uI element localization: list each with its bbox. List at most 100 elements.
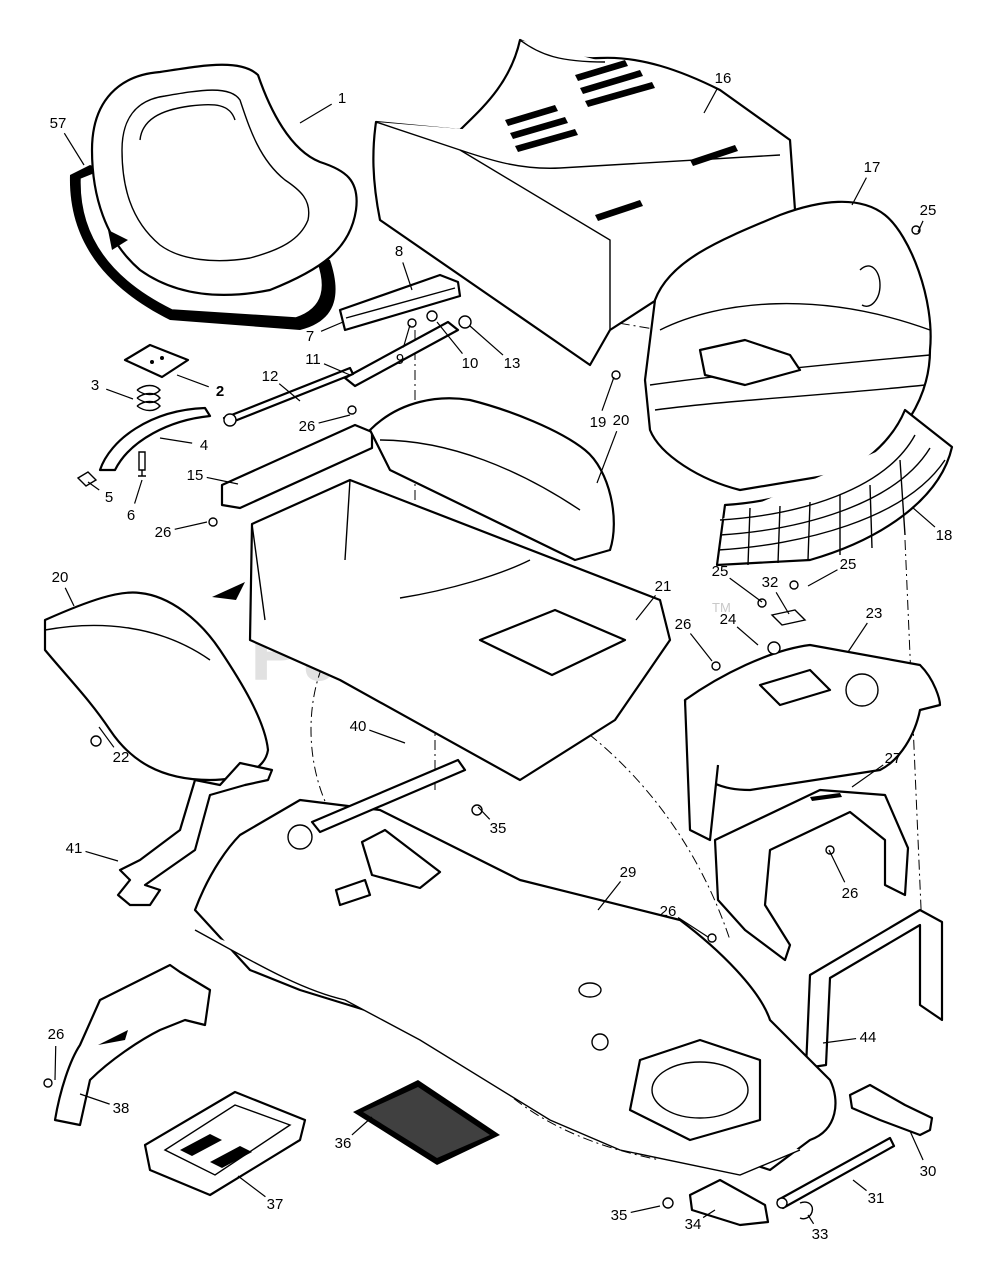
callout-label: 35 xyxy=(611,1207,628,1224)
callout-44: 44 xyxy=(822,1029,876,1046)
callout-25: 25 xyxy=(807,556,857,587)
callout-30: 30 xyxy=(909,1130,936,1180)
hood-vents xyxy=(505,60,738,221)
callout-26: 26 xyxy=(675,616,713,662)
part-37-battery-tray xyxy=(143,1090,307,1197)
callout-label: 37 xyxy=(267,1196,284,1213)
callout-leader-line xyxy=(79,1093,110,1105)
callout-leader-line xyxy=(402,262,413,291)
callout-leader-line xyxy=(736,626,759,646)
watermark-tm: TM xyxy=(712,600,731,615)
part-17-grille-housing xyxy=(643,200,932,492)
part-41-lift-rod xyxy=(116,761,274,907)
callout-label: 9 xyxy=(396,351,404,368)
part-3-spring xyxy=(136,384,161,412)
callout-leader-line xyxy=(351,1116,373,1136)
callout-label: 26 xyxy=(48,1026,65,1043)
callout-17: 17 xyxy=(851,159,880,206)
callout-label: 22 xyxy=(113,749,130,766)
callout-37: 37 xyxy=(237,1175,284,1213)
part-31-shaft xyxy=(776,1136,896,1210)
callout-6: 6 xyxy=(127,479,143,524)
callout-label: 35 xyxy=(490,820,507,837)
callout-20: 20 xyxy=(596,412,629,484)
callout-leader-line xyxy=(318,414,351,424)
callout-leader-line xyxy=(320,321,344,332)
callout-label: 27 xyxy=(885,750,902,767)
callout-leader-line xyxy=(323,363,351,376)
callout-leader-line xyxy=(63,132,85,166)
callout-label: 21 xyxy=(655,578,672,595)
callout-40: 40 xyxy=(350,718,406,744)
callout-label: 18 xyxy=(936,527,953,544)
callout-27: 27 xyxy=(851,750,902,788)
callout-leader-line xyxy=(469,325,504,356)
callout-label: 25 xyxy=(840,556,857,573)
callout-label: 31 xyxy=(868,1190,885,1207)
callout-label: 33 xyxy=(812,1226,829,1243)
callout-leader-line xyxy=(677,917,709,938)
callout-label: 16 xyxy=(715,70,732,87)
callout-leader-line xyxy=(630,1205,661,1214)
callout-label: 34 xyxy=(685,1216,702,1233)
callout-label: 36 xyxy=(335,1135,352,1152)
callout-36: 36 xyxy=(335,1116,373,1152)
callout-19: 19 xyxy=(590,376,615,431)
callout-leader-line xyxy=(369,729,406,744)
callout-label: 23 xyxy=(866,605,883,622)
callout-23: 23 xyxy=(847,605,883,653)
callout-leader-line xyxy=(206,476,239,485)
callout-leader-line xyxy=(597,881,622,911)
callout-26: 26 xyxy=(660,903,709,938)
callout-leader-line xyxy=(237,1175,266,1198)
part-34-bracket xyxy=(662,1178,770,1227)
callout-leader-line xyxy=(596,431,618,484)
callout-33: 33 xyxy=(807,1214,829,1243)
callout-22: 22 xyxy=(98,726,130,766)
callout-24: 24 xyxy=(720,611,759,646)
callout-35: 35 xyxy=(611,1205,661,1224)
callout-leader-line xyxy=(689,633,713,662)
callout-38: 38 xyxy=(79,1093,129,1117)
callout-16: 16 xyxy=(703,70,732,114)
callout-3: 3 xyxy=(91,377,134,400)
part-21-fender-pan xyxy=(212,478,672,782)
part-30-bracket xyxy=(848,1083,934,1137)
callout-leader-line xyxy=(134,479,143,504)
part-23-dash-panel xyxy=(683,580,942,842)
callout-label: 40 xyxy=(350,718,367,735)
callout-leader-line xyxy=(299,103,332,124)
callout-leader-line xyxy=(851,177,867,206)
part-15-bracket xyxy=(208,405,374,527)
callout-leader-line xyxy=(635,595,657,621)
callout-20: 20 xyxy=(52,569,75,607)
callout-leader-line xyxy=(852,1179,867,1192)
part-11-pivot-tube xyxy=(343,320,460,388)
callout-label: 15 xyxy=(187,467,204,484)
part-4-seat-bracket xyxy=(98,406,212,472)
callout-35: 35 xyxy=(477,806,507,837)
callout-leader-line xyxy=(917,220,924,233)
callout-31: 31 xyxy=(852,1179,885,1207)
callout-leader-line xyxy=(729,577,763,603)
callout-label: 26 xyxy=(675,616,692,633)
callout-label: 25 xyxy=(712,563,729,580)
part-12-rod xyxy=(222,366,355,427)
callout-leader-line xyxy=(851,764,884,788)
callout-leader-line xyxy=(176,374,209,388)
callout-26: 26 xyxy=(299,414,351,435)
part-27-dash-support xyxy=(707,788,910,962)
callout-4: 4 xyxy=(159,437,208,454)
callout-label: 41 xyxy=(66,840,83,857)
callout-7: 7 xyxy=(306,321,344,345)
callout-leader-line xyxy=(909,1130,924,1161)
callout-57: 57 xyxy=(50,115,85,166)
callout-label: 32 xyxy=(762,574,779,591)
callout-2: 2 xyxy=(176,374,224,400)
callout-label: 8 xyxy=(395,243,403,260)
callout-leader-line xyxy=(828,849,846,883)
callout-26: 26 xyxy=(155,521,208,541)
callout-32: 32 xyxy=(762,574,790,615)
